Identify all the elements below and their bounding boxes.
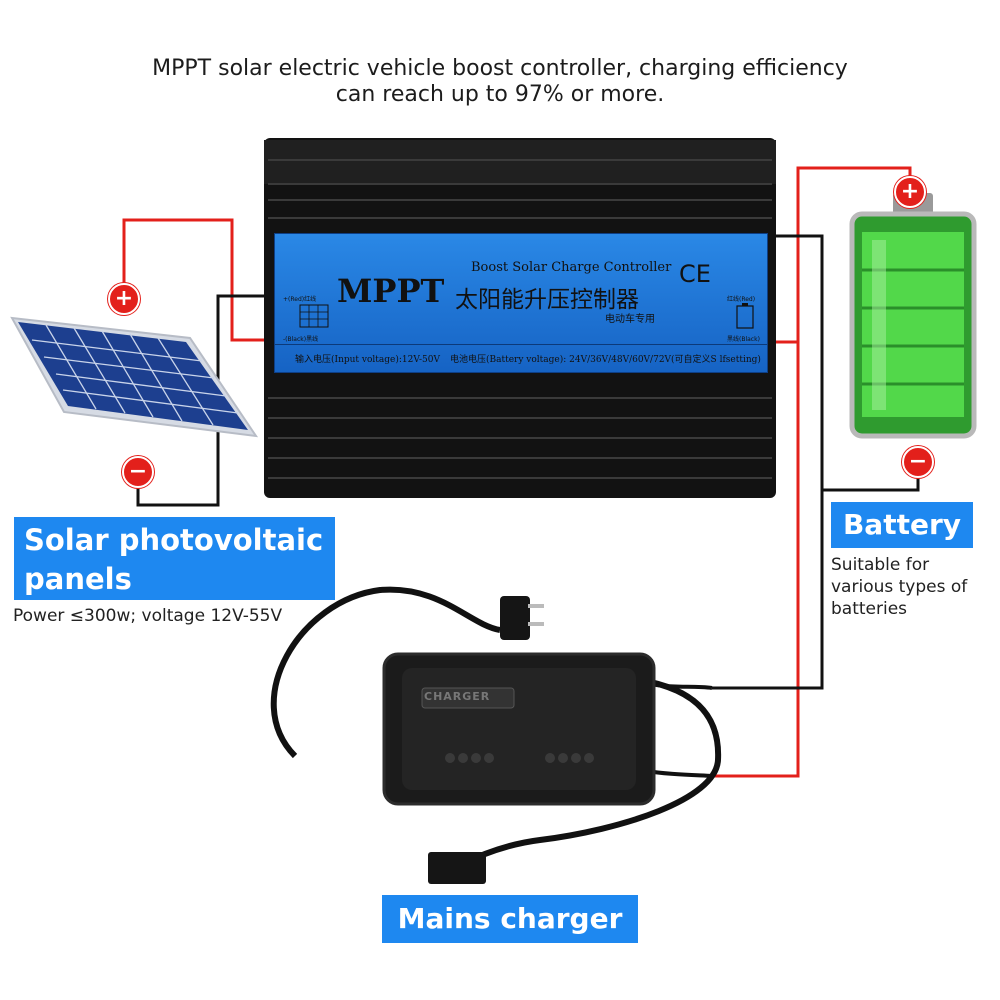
controller-subtitle-cn: 电动车专用 xyxy=(605,314,655,325)
controller-title-en: Boost Solar Charge Controller xyxy=(471,260,672,275)
solar-title-line-2: panels xyxy=(24,562,132,596)
charger-device-label: CHARGER xyxy=(424,690,491,703)
solar-minus-icon: − xyxy=(122,456,154,488)
left-black-terminal-label: -(Black)黑线 xyxy=(283,336,319,343)
ce-mark: CE xyxy=(679,260,711,288)
solar-title-box: Solar photovoltaic panels xyxy=(14,517,335,600)
battery-image xyxy=(849,193,977,439)
controller-front-panel: MPPT Boost Solar Charge Controller 太阳能升压… xyxy=(274,233,768,373)
solar-panel-image xyxy=(10,316,259,438)
solar-positive-wire xyxy=(122,218,276,342)
battery-subtitle-line-3: batteries xyxy=(831,599,908,619)
charger-negative-wire xyxy=(712,490,824,690)
battery-subtitle: Suitable for various types of batteries xyxy=(831,554,1000,620)
solar-plus-icon: + xyxy=(108,283,140,315)
right-black-terminal-label: 黑线(Black) xyxy=(727,336,760,343)
controller-title-cn: 太阳能升压控制器 xyxy=(455,287,639,313)
left-red-terminal-label: +(Red)红线 xyxy=(283,296,317,303)
battery-plus-icon: + xyxy=(894,176,926,208)
headline-line-2: can reach up to 97% or more. xyxy=(335,82,665,107)
battery-voltage-label: 电池电压(Battery voltage): 24V/36V/48V/60V/7… xyxy=(450,355,761,365)
battery-subtitle-line-1: Suitable for xyxy=(831,555,930,575)
solar-title-line-1: Solar photovoltaic xyxy=(24,523,324,557)
right-red-terminal-label: 红线(Red) xyxy=(727,296,756,303)
battery-title-box: Battery xyxy=(831,502,973,548)
charger-image xyxy=(270,586,722,884)
charger-positive-wire xyxy=(712,168,800,778)
mains-charger-title-box: Mains charger xyxy=(382,895,638,943)
solar-negative-wire xyxy=(136,294,276,507)
panel-divider xyxy=(275,344,767,345)
battery-subtitle-line-2: various types of xyxy=(831,577,968,597)
solar-panel-icon xyxy=(299,304,329,328)
battery-outline-icon xyxy=(736,303,754,329)
headline-line-1: MPPT solar electric vehicle boost contro… xyxy=(152,56,848,81)
input-voltage-label: 输入电压(Input voltage):12V-50V xyxy=(295,355,441,365)
battery-minus-icon: − xyxy=(902,446,934,478)
headline: MPPT solar electric vehicle boost contro… xyxy=(60,56,940,108)
solar-subtitle: Power ≤300w; voltage 12V-55V xyxy=(13,606,283,626)
controller-brand: MPPT xyxy=(337,272,445,310)
